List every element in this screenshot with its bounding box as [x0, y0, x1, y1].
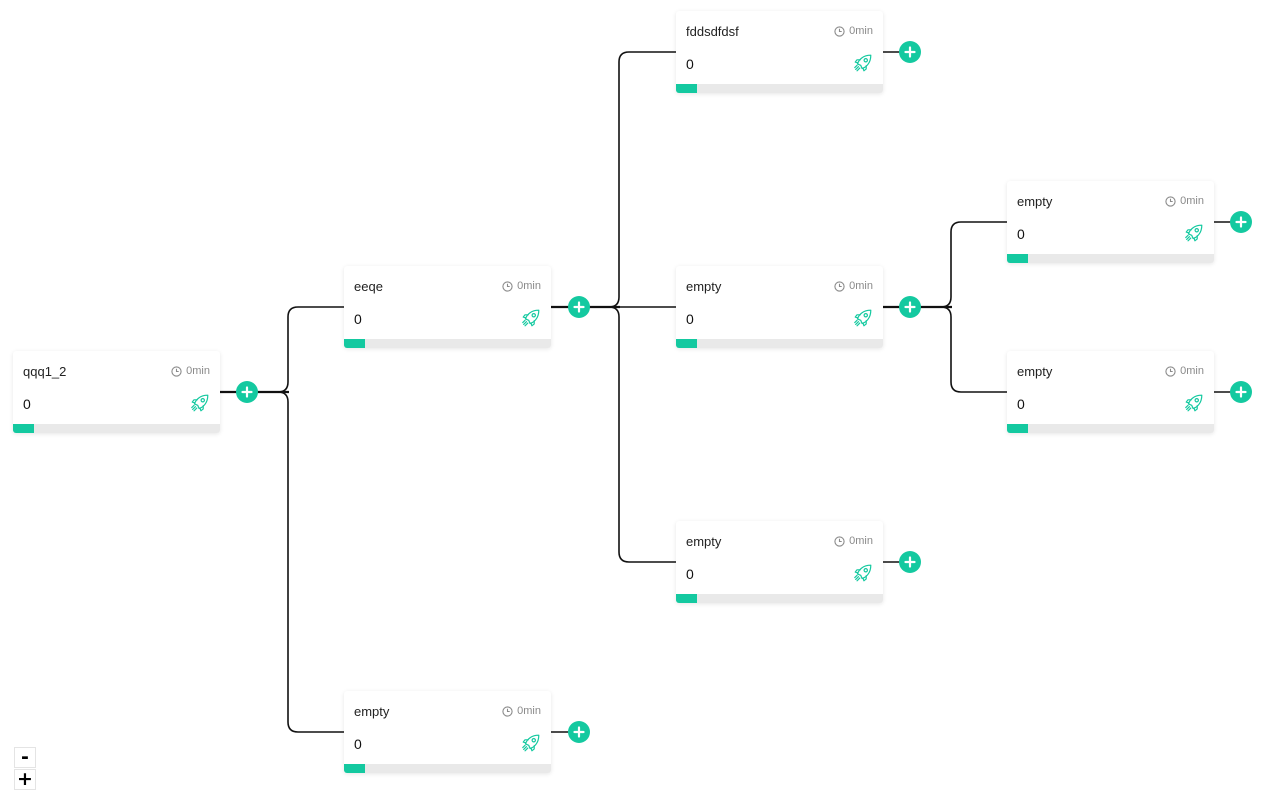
clock-icon [834, 25, 845, 37]
progress-bar [676, 84, 883, 93]
progress-bar [13, 424, 220, 433]
add-child-button[interactable] [1230, 381, 1252, 403]
rocket-icon [520, 732, 542, 754]
progress-fill [344, 339, 365, 348]
clock-icon [171, 365, 182, 377]
node-card[interactable]: eeqe 0min 0 [344, 266, 551, 348]
node-duration: 0min [502, 705, 541, 717]
node-card[interactable]: empty 0min 0 [676, 266, 883, 348]
connector-line [940, 221, 1007, 308]
add-child-button[interactable] [568, 296, 590, 318]
node-title: fddsdfdsf [686, 24, 739, 39]
rocket-icon [852, 562, 874, 584]
zoom-out-button[interactable]: - [14, 747, 36, 768]
clock-icon [502, 705, 513, 717]
node-value: 0 [686, 56, 694, 72]
node-title: empty [686, 279, 722, 294]
progress-fill [344, 764, 365, 773]
connector-line [277, 391, 344, 733]
progress-bar [344, 764, 551, 773]
node-duration: 0min [834, 25, 873, 37]
clock-icon [1165, 365, 1176, 377]
plus-icon [568, 721, 590, 743]
progress-fill [13, 424, 34, 433]
progress-bar [1007, 254, 1214, 263]
clock-icon [1165, 195, 1176, 207]
add-child-button[interactable] [899, 551, 921, 573]
progress-fill [1007, 424, 1028, 433]
duration-text: 0min [517, 705, 541, 717]
clock-icon [834, 280, 845, 292]
clock-icon [834, 535, 845, 547]
duration-text: 0min [849, 535, 873, 547]
add-child-button[interactable] [1230, 211, 1252, 233]
connector-line [277, 306, 344, 393]
plus-icon [899, 551, 921, 573]
progress-bar [676, 594, 883, 603]
plus-icon [899, 41, 921, 63]
node-value: 0 [686, 311, 694, 327]
rocket-icon [1183, 392, 1205, 414]
plus-icon [1230, 381, 1252, 403]
duration-text: 0min [1180, 365, 1204, 377]
duration-text: 0min [1180, 195, 1204, 207]
node-value: 0 [1017, 226, 1025, 242]
add-child-button[interactable] [899, 296, 921, 318]
node-title: empty [354, 704, 390, 719]
progress-bar [1007, 424, 1214, 433]
node-duration: 0min [171, 365, 210, 377]
rocket-icon [189, 392, 211, 414]
add-child-button[interactable] [236, 381, 258, 403]
connector-line [940, 306, 1007, 393]
rocket-icon [1183, 222, 1205, 244]
progress-fill [1007, 254, 1028, 263]
progress-fill [676, 339, 697, 348]
plus-icon [568, 296, 590, 318]
node-value: 0 [354, 736, 362, 752]
rocket-icon [520, 307, 542, 329]
rocket-icon [852, 307, 874, 329]
progress-bar [344, 339, 551, 348]
node-card[interactable]: empty 0min 0 [1007, 181, 1214, 263]
progress-fill [676, 594, 697, 603]
node-duration: 0min [834, 280, 873, 292]
node-duration: 0min [834, 535, 873, 547]
node-card[interactable]: empty 0min 0 [676, 521, 883, 603]
node-title: empty [686, 534, 722, 549]
node-title: empty [1017, 194, 1053, 209]
connector-line [608, 51, 676, 308]
plus-icon [899, 296, 921, 318]
connector-line [608, 306, 676, 563]
node-card[interactable]: qqq1_2 0min 0 [13, 351, 220, 433]
node-card[interactable]: empty 0min 0 [344, 691, 551, 773]
duration-text: 0min [186, 365, 210, 377]
add-child-button[interactable] [568, 721, 590, 743]
progress-bar [676, 339, 883, 348]
node-card[interactable]: empty 0min 0 [1007, 351, 1214, 433]
plus-icon [1230, 211, 1252, 233]
node-value: 0 [686, 566, 694, 582]
node-duration: 0min [1165, 365, 1204, 377]
rocket-icon [852, 52, 874, 74]
clock-icon [502, 280, 513, 292]
node-value: 0 [1017, 396, 1025, 412]
node-value: 0 [354, 311, 362, 327]
zoom-in-button[interactable]: + [14, 769, 36, 790]
add-child-button[interactable] [899, 41, 921, 63]
node-duration: 0min [1165, 195, 1204, 207]
duration-text: 0min [517, 280, 541, 292]
duration-text: 0min [849, 25, 873, 37]
node-value: 0 [23, 396, 31, 412]
node-card[interactable]: fddsdfdsf 0min 0 [676, 11, 883, 93]
node-title: empty [1017, 364, 1053, 379]
progress-fill [676, 84, 697, 93]
duration-text: 0min [849, 280, 873, 292]
node-title: eeqe [354, 279, 383, 294]
node-duration: 0min [502, 280, 541, 292]
node-title: qqq1_2 [23, 364, 67, 379]
plus-icon [236, 381, 258, 403]
